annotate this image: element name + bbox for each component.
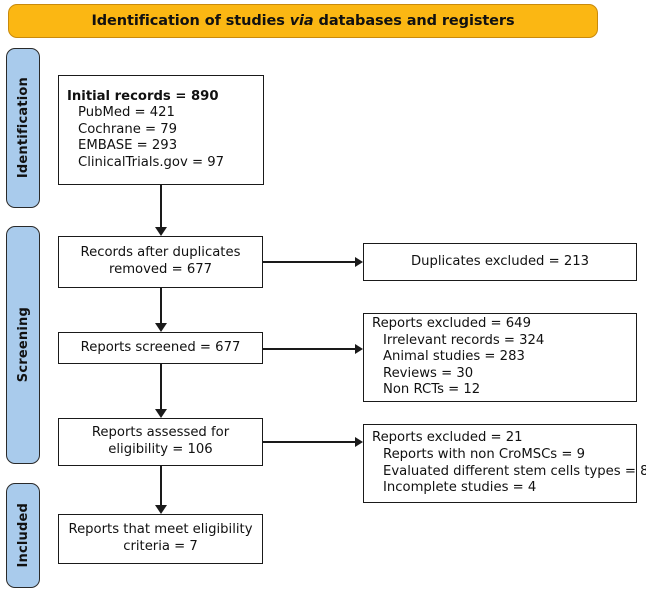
- arrowhead-initial-to-duplicates: [155, 227, 167, 236]
- connector-screened-to-excluded: [263, 348, 355, 350]
- connector-assessed-to-meet-criteria: [160, 466, 162, 505]
- reports-screened-line-0: Reports screened = 677: [80, 339, 241, 355]
- arrowhead-assessed-to-meet-criteria: [155, 505, 167, 514]
- banner-title-after: databases and registers: [313, 13, 515, 29]
- duplicates-excluded-line-0: Duplicates excluded = 213: [410, 253, 590, 269]
- phase-label-screening: Screening: [15, 307, 31, 383]
- reports-excluded-screening-line-1: Irrelevant records = 324: [383, 332, 545, 348]
- box-records-after-duplicates: Records after duplicates removed = 677: [58, 236, 263, 288]
- reports-assessed-line-1: eligibility = 106: [108, 442, 213, 457]
- initial-records-line-4: ClinicalTrials.gov = 97: [78, 154, 225, 170]
- box-reports-assessed-for-eligibility: Reports assessed for eligibility = 106: [58, 418, 263, 466]
- arrowhead-screened-to-assessed: [155, 409, 167, 418]
- phase-label-included: Included: [15, 503, 31, 568]
- initial-records-line-2: Cochrane = 79: [78, 121, 178, 137]
- reports-excluded-eligibility-line-1: Reports with non CroMSCs = 9: [383, 446, 585, 462]
- initial-records-line-1: PubMed = 421: [78, 105, 175, 121]
- box-initial-records: Initial records = 890 PubMed = 421 Cochr…: [58, 75, 264, 185]
- reports-excluded-eligibility-line-2: Evaluated different stem cells types = 8: [383, 463, 646, 479]
- box-reports-screened: Reports screened = 677: [58, 332, 263, 364]
- box-duplicates-excluded: Duplicates excluded = 213: [363, 243, 637, 281]
- arrowhead-screened-to-excluded: [355, 344, 363, 354]
- connector-screened-to-assessed: [160, 364, 162, 409]
- banner-title-italic: via: [289, 13, 314, 29]
- connector-duplicates-to-screened: [160, 288, 162, 323]
- reports-excluded-screening-line-4: Non RCTs = 12: [383, 382, 481, 398]
- arrowhead-assessed-to-excluded: [355, 437, 363, 447]
- banner-title-before: Identification of studies: [91, 13, 290, 29]
- reports-excluded-screening-line-3: Reviews = 30: [383, 365, 474, 381]
- arrowhead-duplicates-to-screened: [155, 323, 167, 332]
- connector-duplicates-to-excluded: [263, 261, 355, 263]
- reports-excluded-screening-line-2: Animal studies = 283: [383, 349, 525, 365]
- phase-bar-included: Included: [6, 483, 40, 588]
- connector-assessed-to-excluded: [263, 441, 355, 443]
- box-reports-excluded-screening: Reports excluded = 649 Irrelevant record…: [363, 313, 637, 402]
- reports-meet-criteria-line-1: criteria = 7: [123, 539, 198, 554]
- diagram-banner: Identification of studies via databases …: [8, 4, 598, 38]
- phase-bar-screening: Screening: [6, 226, 40, 464]
- box-reports-excluded-eligibility: Reports excluded = 21 Reports with non C…: [363, 424, 646, 503]
- box-reports-meet-eligibility-criteria: Reports that meet eligibility criteria =…: [58, 514, 263, 564]
- reports-excluded-screening-line-0: Reports excluded = 649: [372, 316, 531, 332]
- arrowhead-duplicates-to-excluded: [355, 257, 363, 267]
- connector-initial-to-duplicates: [160, 185, 162, 227]
- reports-excluded-eligibility-line-0: Reports excluded = 21: [372, 430, 523, 446]
- banner-title: Identification of studies via databases …: [91, 13, 514, 29]
- initial-records-line-0: Initial records = 890: [67, 88, 219, 104]
- reports-excluded-eligibility-line-3: Incomplete studies = 4: [383, 480, 537, 496]
- initial-records-line-3: EMBASE = 293: [78, 138, 178, 154]
- reports-meet-criteria-line-0: Reports that meet eligibility: [68, 522, 253, 538]
- records-after-duplicates-line-1: removed = 677: [108, 262, 213, 277]
- reports-assessed-line-0: Reports assessed for: [91, 425, 230, 441]
- phase-bar-identification: Identification: [6, 48, 40, 208]
- phase-label-identification: Identification: [15, 77, 31, 179]
- records-after-duplicates-line-0: Records after duplicates: [80, 245, 241, 261]
